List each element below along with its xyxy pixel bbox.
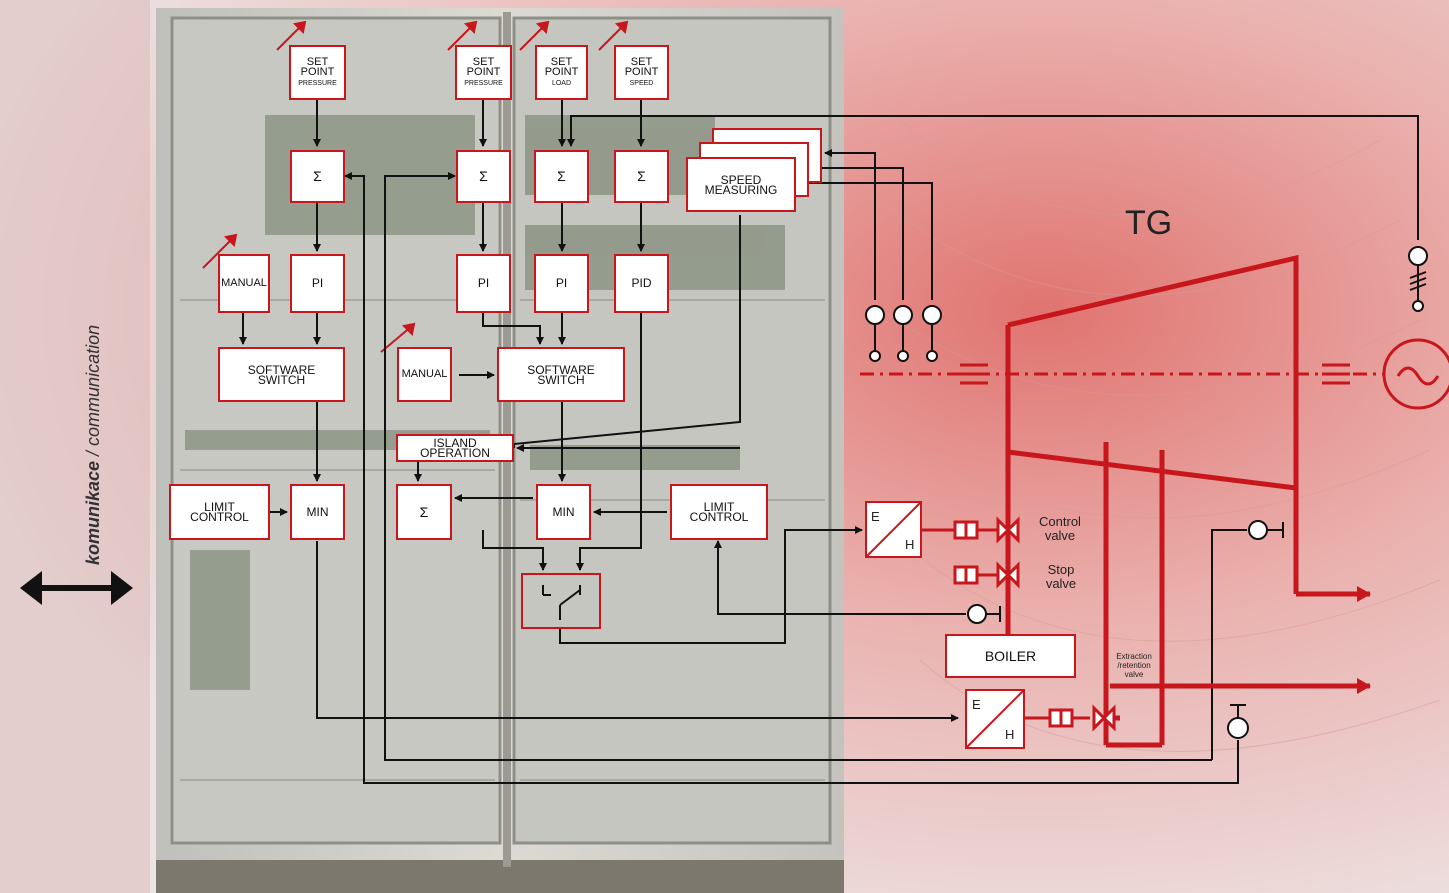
sum-block-5: Σ — [396, 484, 452, 540]
pi-block-1: PI — [290, 254, 345, 313]
tg-label: TG — [1125, 206, 1172, 240]
manual-block-2: MANUAL — [397, 347, 452, 402]
sum-block-3: Σ — [534, 150, 589, 203]
manual-block-1: MANUAL — [218, 254, 270, 313]
communication-label-en: / communication — [83, 325, 103, 461]
boiler-block: BOILER — [945, 634, 1076, 678]
sum-block-2: Σ — [456, 150, 511, 203]
eh-1-h: H — [905, 538, 914, 552]
pi-block-2: PI — [456, 254, 511, 313]
eh-1-e: E — [871, 510, 880, 524]
communication-label-cz: komunikace — [83, 461, 103, 565]
sum-block-1: Σ — [290, 150, 345, 203]
pi-block-3: PI — [534, 254, 589, 313]
communication-label: komunikace / communication — [55, 245, 95, 565]
min-block-1: MIN — [290, 484, 345, 540]
sum-block-4: Σ — [614, 150, 669, 203]
switch-block — [521, 573, 601, 629]
pid-block: PID — [614, 254, 669, 313]
eh-2-h: H — [1005, 728, 1014, 742]
min-block-2: MIN — [536, 484, 591, 540]
eh-2-e: E — [972, 698, 981, 712]
